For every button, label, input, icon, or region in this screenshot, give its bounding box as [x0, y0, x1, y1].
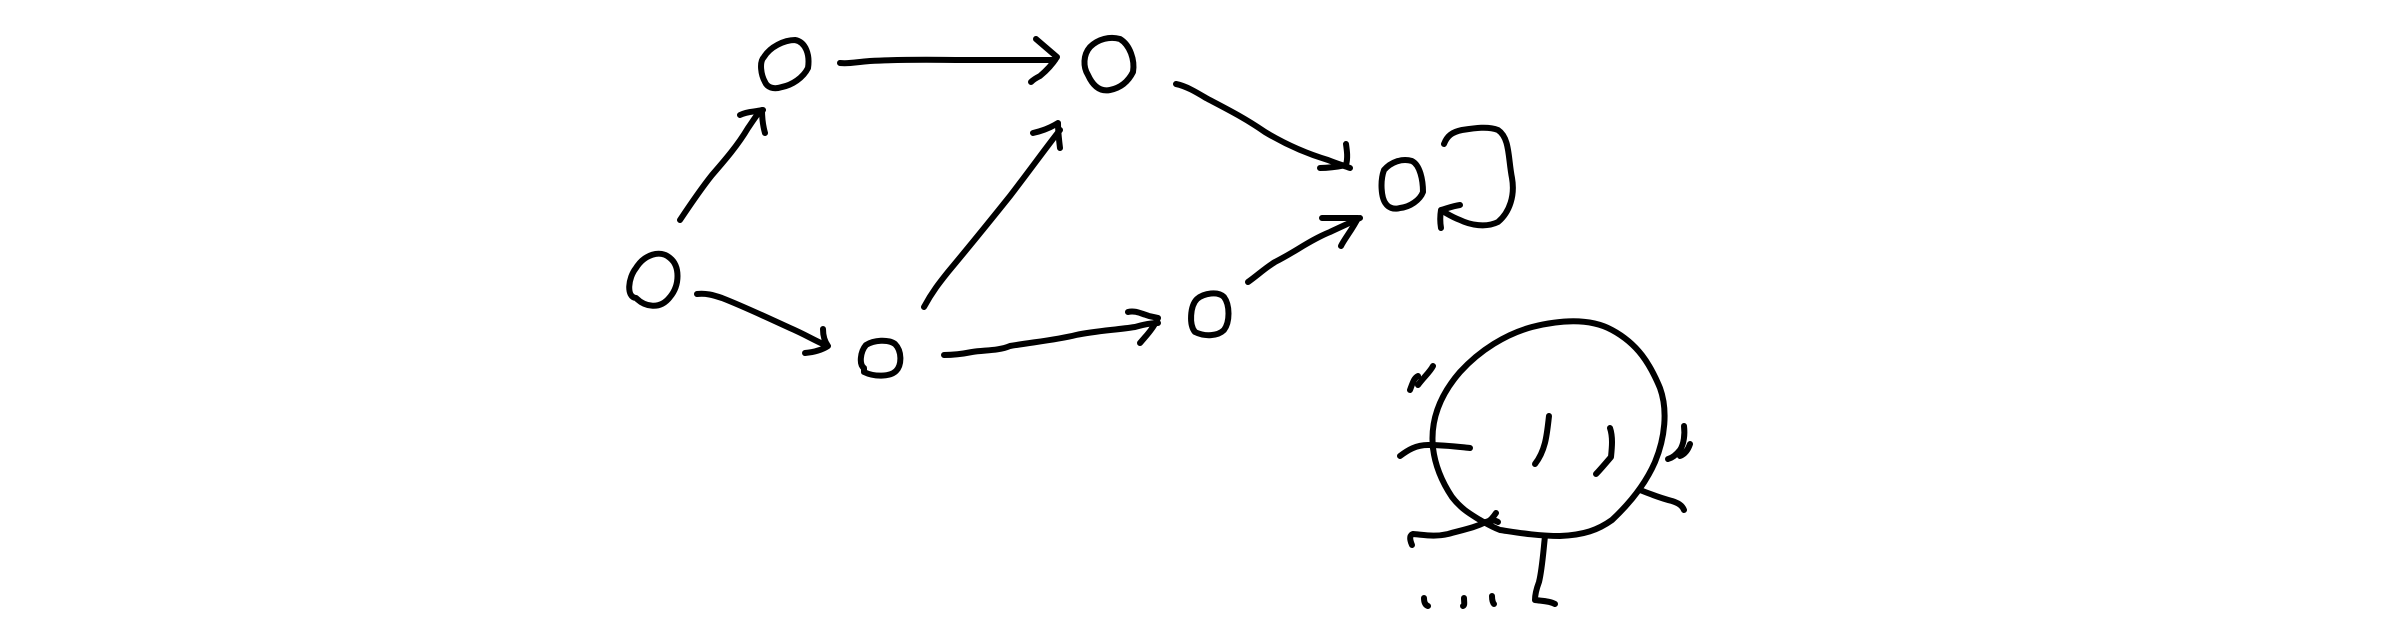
arrowhead-n1-n2	[737, 107, 768, 136]
node-n2	[758, 37, 812, 92]
doodle-left-cheek-mark	[1407, 363, 1436, 393]
edge-n3-n5	[941, 320, 1161, 358]
node-n5	[1188, 290, 1232, 339]
arrowhead-n1-n3	[802, 326, 831, 356]
diagram-ink	[626, 34, 1693, 609]
edge-n6-self-loop	[1441, 124, 1516, 229]
edge-n4-n6	[1173, 81, 1353, 171]
doodle-body	[1430, 445, 1499, 526]
edge-n1-n2	[677, 107, 766, 223]
arrowhead-n5-n6	[1319, 215, 1361, 249]
node-n3	[857, 337, 904, 379]
doodle-creature	[1397, 318, 1693, 609]
arrowhead-n3-n4	[1030, 120, 1063, 151]
edge-n1-n3	[694, 290, 826, 347]
node-n6	[1378, 157, 1426, 212]
node-n4	[1081, 34, 1137, 94]
arrowhead-n6-self-loop	[1437, 202, 1463, 231]
edge-n2-n4	[837, 56, 1058, 67]
arrowhead-n2-n4	[1028, 36, 1060, 85]
doodle-right-leg	[1532, 533, 1558, 607]
doodle-head	[1429, 318, 1668, 539]
doodle-right-arm	[1637, 487, 1687, 513]
edge-n3-n4	[921, 127, 1063, 310]
doodle-right-cheek-mark	[1665, 423, 1693, 462]
node-n1	[626, 250, 681, 309]
doodle-left-eye	[1532, 413, 1552, 467]
doodle-left-arm	[1397, 442, 1473, 459]
arrowhead-n4-n6	[1317, 141, 1351, 171]
arrowhead-n3-n5	[1125, 308, 1161, 346]
doodle-left-leg	[1407, 517, 1501, 548]
doodle-right-eye	[1593, 425, 1615, 477]
edge-n5-n6	[1245, 215, 1363, 285]
doodle-foot-marks	[1421, 593, 1497, 609]
